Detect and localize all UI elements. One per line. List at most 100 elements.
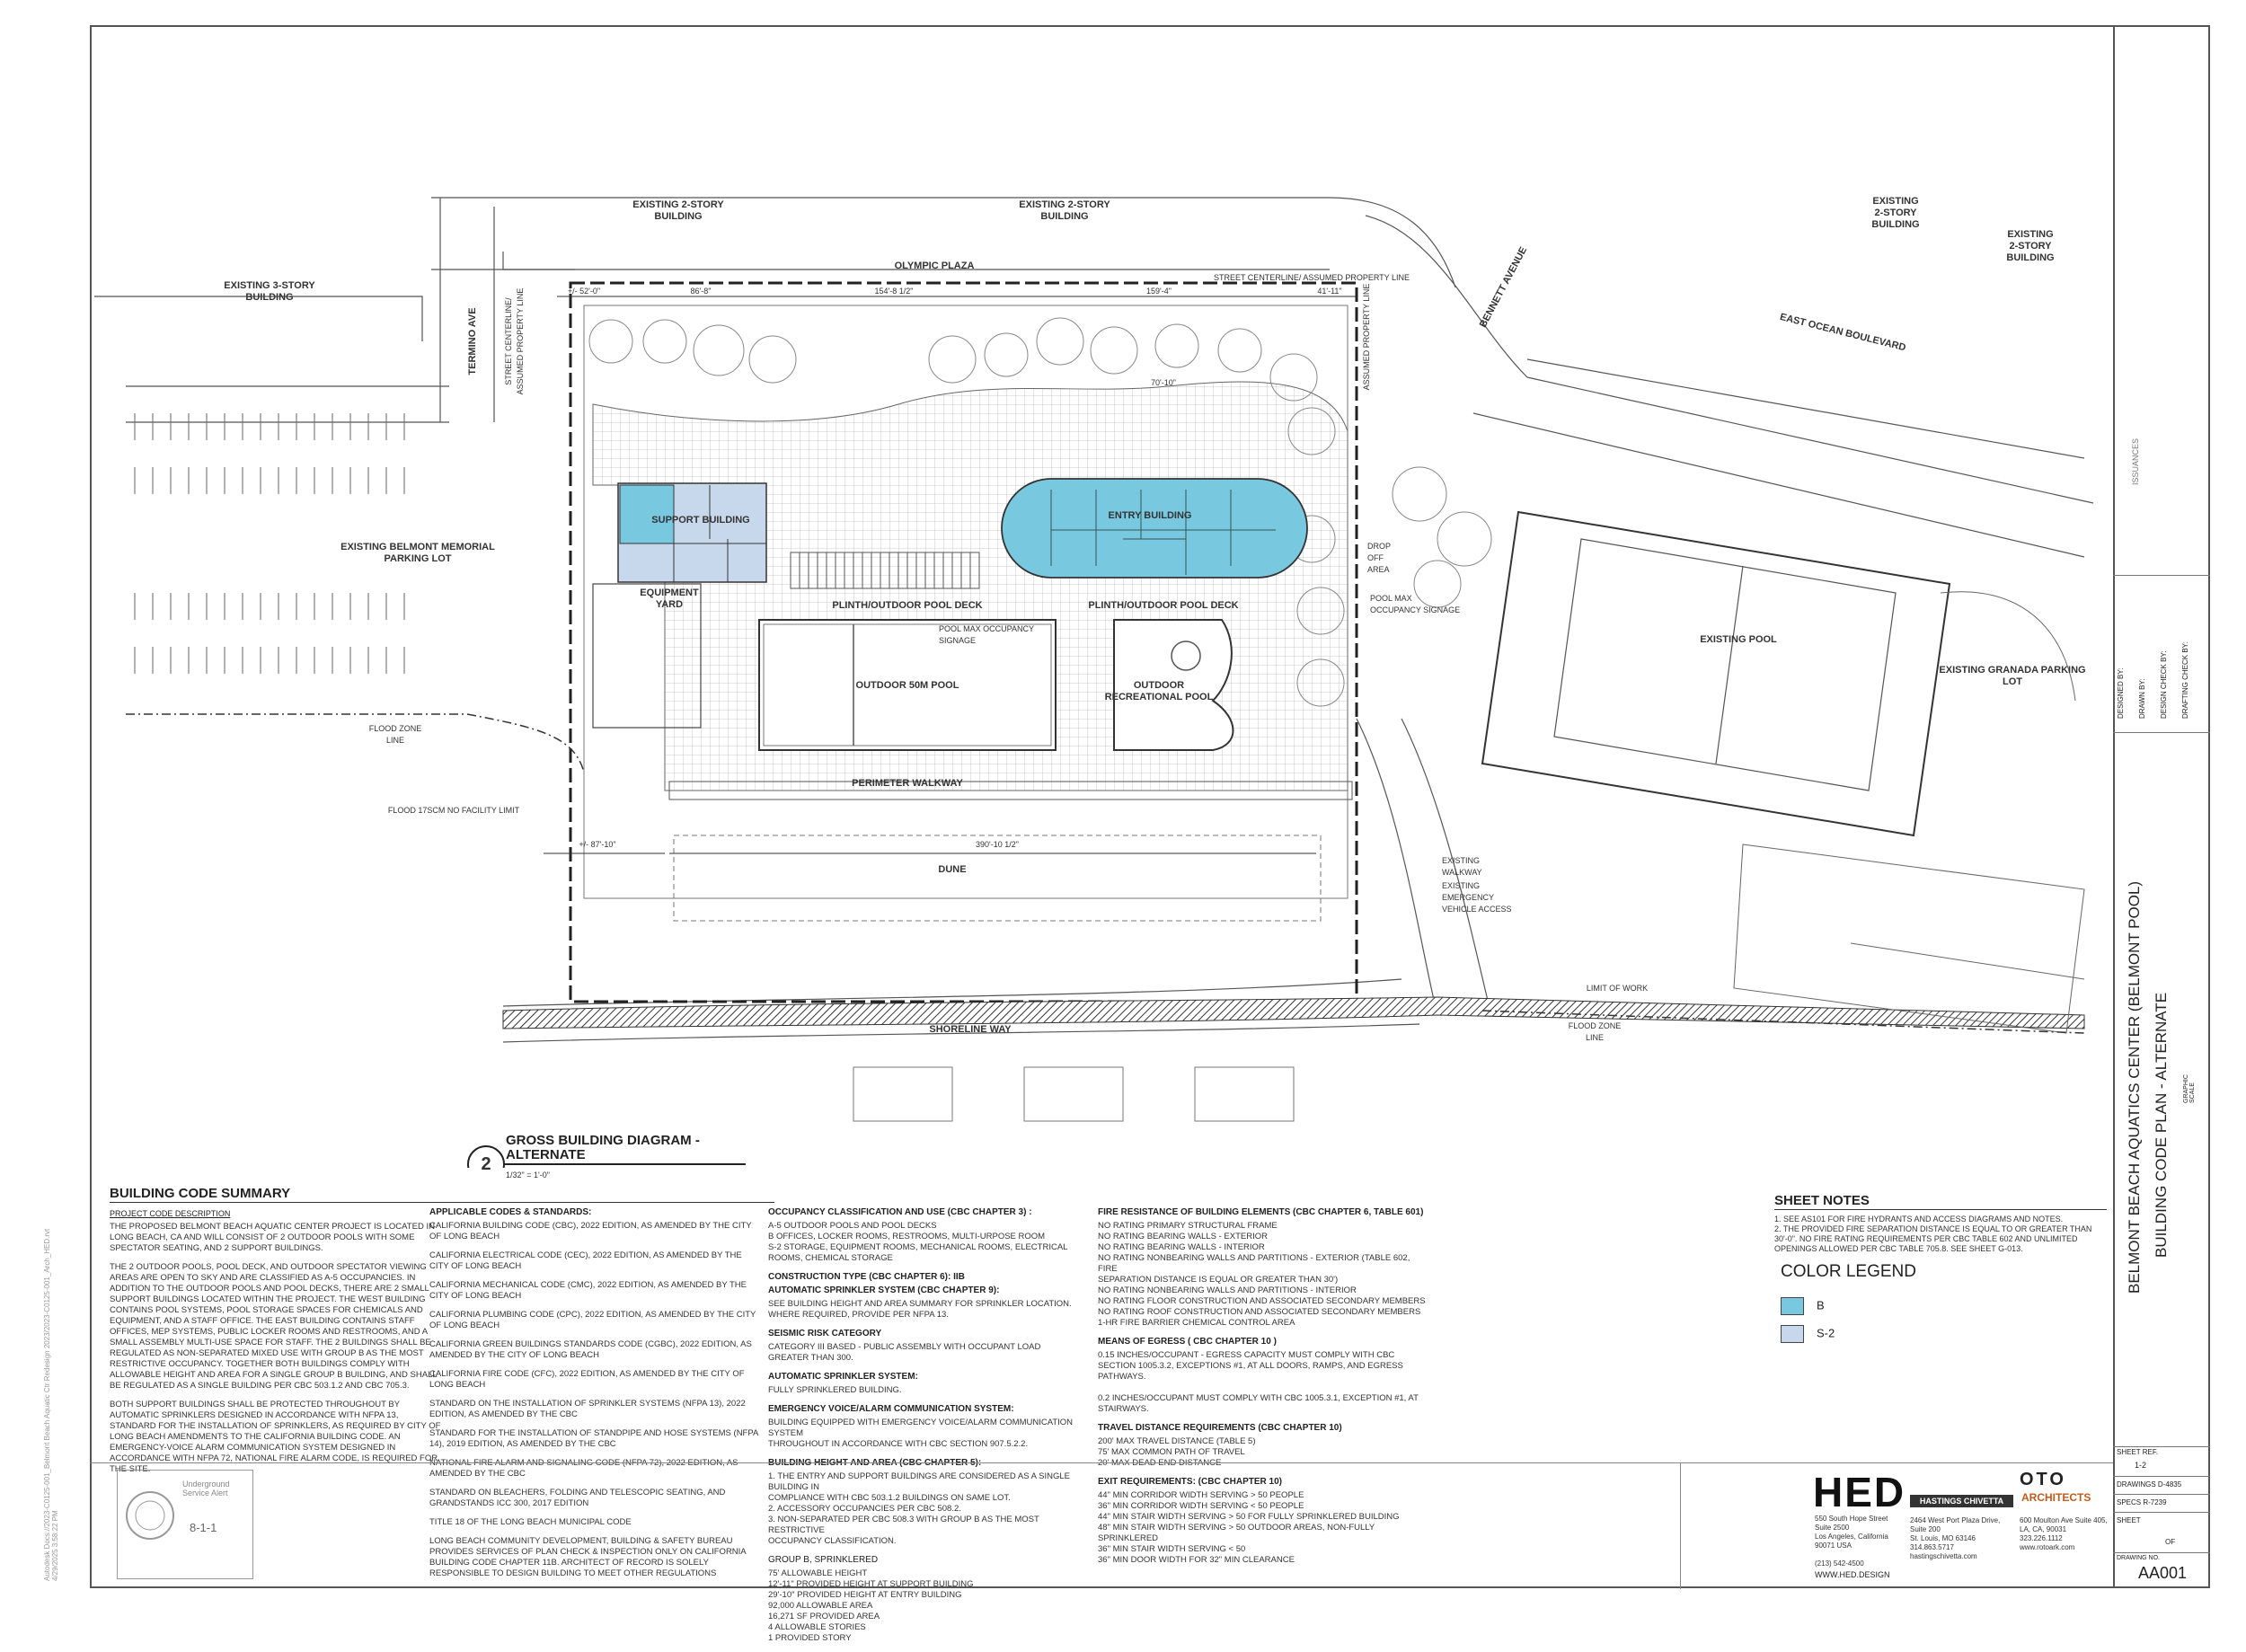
shoreline-hatch (502, 996, 2085, 1029)
legend-item-s2: S-2 (1781, 1325, 1835, 1343)
hed-web: WWW.HED.DESIGN (1815, 1570, 1890, 1579)
label-perimeter-walkway: PERIMETER WALKWAY (852, 778, 963, 789)
right-existing-structures (1733, 591, 2085, 1034)
label-olympic-plaza: OLYMPIC PLAZA (894, 261, 975, 271)
project-desc-p1: THE PROPOSED BELMONT BEACH AQUATIC CENTE… (110, 1222, 435, 1253)
drawn-by: DRAWN BY: (2138, 678, 2146, 719)
diagram-scale: 1/32" = 1'-0" (506, 1171, 550, 1179)
occ-text: A-5 OUTDOOR POOLS AND POOL DECKS B OFFIC… (768, 1221, 1068, 1263)
firms-area (1680, 1462, 2114, 1589)
dim-7: 390'-10 1/2" (976, 840, 1019, 849)
exit-text: 44" MIN CORRIDOR WIDTH SERVING > 50 PEOP… (1098, 1490, 1400, 1565)
hed-address: 550 South Hope Street Suite 2500 Los Ang… (1815, 1515, 1888, 1568)
graphic-scale: GRAPHIC SCALE (2183, 1074, 2196, 1103)
parking-stalls (134, 413, 405, 674)
fire-heading: FIRE RESISTANCE OF BUILDING ELEMENTS (CB… (1098, 1207, 1424, 1217)
designed-by: DESIGNED BY: (2117, 667, 2125, 719)
title-block-rule-2 (2113, 732, 2210, 733)
stamp-title: Underground Service Alert (182, 1480, 230, 1497)
sheet-notes-text: 1. SEE AS101 FOR FIRE HYDRANTS AND ACCES… (1774, 1215, 2092, 1253)
label-street-centerline-v: STREET CENTERLINE/ ASSUMED PROPERTY LINE (504, 287, 525, 395)
label-flood-zone-a: FLOOD ZONE LINE (368, 724, 422, 745)
sheet-label: SHEET (2117, 1516, 2141, 1524)
existing-pool-building (1481, 510, 1951, 837)
egress-text: 0.15 INCHES/OCCUPANT - EGRESS CAPACITY M… (1098, 1350, 1419, 1414)
site-plan (94, 197, 2094, 1168)
label-pool-max-signage-b: POOL MAX OCCUPANCY SIGNAGE (1370, 594, 1461, 614)
code-item: CALIFORNIA PLUMBING CODE (CPC), 2022 EDI… (429, 1310, 756, 1330)
legend-swatch-s2 (1781, 1325, 1804, 1343)
code-item: CALIFORNIA GREEN BUILDINGS STANDARDS COD… (429, 1339, 752, 1360)
title-block (2113, 25, 2210, 1588)
flood-zone-line (126, 713, 585, 773)
label-support-building: SUPPORT BUILDING (651, 515, 750, 526)
sprinkler-heading: AUTOMATIC SPRINKLER SYSTEM (CBC CHAPTER … (768, 1285, 1000, 1295)
existing-buildings (94, 252, 1330, 341)
entry-building (1001, 478, 1308, 579)
dim-4: 159'-4" (1146, 287, 1172, 296)
title-block-rule-4 (2113, 1476, 2210, 1477)
bleachers (790, 552, 980, 589)
occ-heading: OCCUPANCY CLASSIFICATION AND USE (CBC CH… (768, 1207, 1032, 1217)
code-item: CALIFORNIA FIRE CODE (CFC), 2022 EDITION… (429, 1369, 745, 1390)
label-equipment-yard: EQUIPMENT YARD (640, 587, 699, 610)
issuances-label: ISSUANCES (2131, 437, 2140, 485)
hc-address: 2464 West Port Plaza Drive, Suite 200 St… (1910, 1516, 2001, 1560)
legend-item-b: B (1781, 1297, 1825, 1315)
label-plinth-deck-a: PLINTH/OUTDOOR POOL DECK (832, 600, 983, 611)
outdoor-rec-pool (1113, 619, 1234, 751)
label-existing-2story-a: EXISTING 2-STORY BUILDING (632, 199, 724, 222)
support-building (617, 482, 767, 583)
code-item: CALIFORNIA ELECTRICAL CODE (CEC), 2022 E… (429, 1250, 742, 1271)
title-block-rule-5 (2113, 1494, 2210, 1495)
code-item: LONG BEACH COMMUNITY DEVELOPMENT, BUILDI… (429, 1536, 747, 1578)
col-project-description: PROJECT CODE DESCRIPTION THE PROPOSED BE… (110, 1209, 442, 1483)
egress-heading: MEANS OF EGRESS ( CBC CHAPTER 10 ) (1098, 1337, 1277, 1347)
oto-logo: OTO (2020, 1470, 2066, 1489)
code-item: STANDARD ON THE INSTALLATION OF SPRINKLE… (429, 1399, 746, 1419)
label-flood-zone-b: FLOOD ZONE LINE (1568, 1021, 1622, 1042)
dim-6: 70'-10" (1151, 378, 1176, 387)
outdoor-50m-pool (758, 619, 1057, 751)
label-granada-lot: EXISTING GRANADA PARKING LOT (1939, 665, 2086, 687)
color-legend-heading: COLOR LEGEND (1781, 1262, 1916, 1281)
label-existing-2story-d: EXISTING 2-STORY BUILDING (2006, 229, 2055, 263)
label-limit-of-work: LIMIT OF WORK (1586, 984, 1649, 993)
oto-sub: ARCHITECTS (2021, 1491, 2091, 1504)
fire-text: NO RATING PRIMARY STRUCTURAL FRAME NO RA… (1098, 1221, 1426, 1328)
legend-label-b: B (1817, 1298, 1825, 1312)
label-assumed-property-line: ASSUMED PROPERTY LINE (1362, 283, 1371, 391)
label-existing-2story-b: EXISTING 2-STORY BUILDING (1019, 199, 1110, 222)
project-desc-p2: THE 2 OUTDOOR POOLS, POOL DECK, AND OUTD… (110, 1262, 438, 1391)
perimeter-walkway (668, 781, 1353, 800)
drawings-ref: DRAWINGS D-4835 (2117, 1480, 2182, 1489)
drawing-no-value: AA001 (2138, 1564, 2188, 1582)
construction-heading: CONSTRUCTION TYPE (CBC CHAPTER 6): IIB (768, 1272, 965, 1282)
rec-pool-feature (1171, 640, 1201, 671)
dim-2: 86'-8" (690, 287, 712, 296)
label-dune: DUNE (938, 864, 967, 875)
code-summary-rule (110, 1202, 774, 1203)
emergency-access (1356, 718, 1438, 1016)
title-block-rule-7 (2113, 1552, 2210, 1553)
label-existing-3story: EXISTING 3-STORY BUILDING (224, 280, 315, 303)
label-street-centerline: STREET CENTERLINE/ ASSUMED PROPERTY LINE (1213, 273, 1410, 282)
label-outdoor-rec-pool: OUTDOOR RECREATIONAL POOL (1104, 680, 1214, 702)
beach-structures (853, 1066, 1295, 1122)
auto-sprinkler-heading: AUTOMATIC SPRINKLER SYSTEM: (768, 1372, 918, 1382)
label-pool-max-signage-a: POOL MAX OCCUPANCY SIGNAGE (939, 624, 1035, 645)
project-desc-p3: BOTH SUPPORT BUILDINGS SHALL BE PROTECTE… (110, 1400, 441, 1474)
auto-sprinkler-text: FULLY SPRINKLERED BUILDING. (768, 1385, 902, 1395)
sheet-of: OF (2165, 1538, 2176, 1546)
alarm-text: BUILDING EQUIPPED WITH EMERGENCY VOICE/A… (768, 1418, 1074, 1449)
sheet-border (90, 25, 2210, 1588)
groupb-heading: GROUP B, SPRINKLERED (768, 1555, 879, 1565)
label-existing-pool: EXISTING POOL (1700, 634, 1777, 645)
oto-address: 600 Moulton Ave Suite 405, LA, CA, 90031… (2020, 1516, 2108, 1551)
code-item: STANDARD ON BLEACHERS, FOLDING AND TELES… (429, 1488, 726, 1508)
label-flood-limit: FLOOD 17SCM NO FACILITY LIMIT (387, 806, 520, 815)
project-desc-heading: PROJECT CODE DESCRIPTION (110, 1209, 231, 1218)
title-block-rule-1 (2113, 575, 2210, 576)
diagram-number: 2 (481, 1154, 491, 1174)
col-fire-egress: FIRE RESISTANCE OF BUILDING ELEMENTS (CB… (1098, 1207, 1430, 1574)
